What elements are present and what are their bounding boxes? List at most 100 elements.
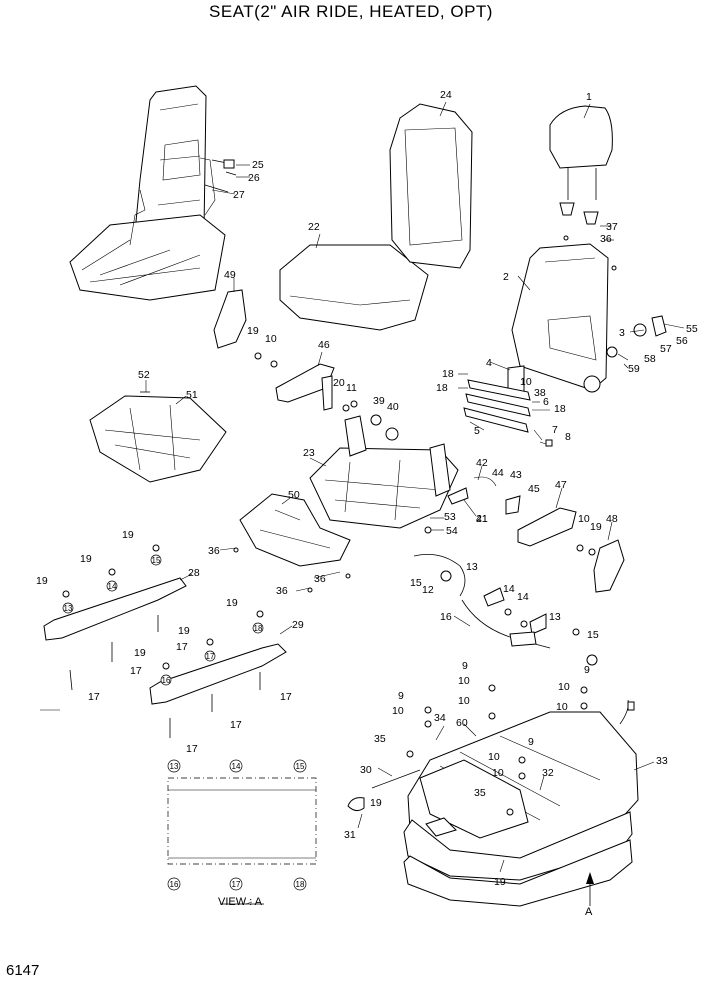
svg-text:24: 24	[440, 89, 452, 101]
svg-text:17: 17	[230, 719, 242, 731]
svg-text:18: 18	[296, 880, 305, 889]
svg-text:18: 18	[436, 382, 448, 394]
svg-text:36: 36	[208, 545, 220, 557]
svg-text:23: 23	[303, 447, 315, 459]
svg-text:39: 39	[373, 395, 385, 407]
svg-text:19: 19	[590, 521, 602, 533]
svg-text:15: 15	[296, 762, 305, 771]
svg-text:55: 55	[686, 323, 698, 335]
leader-lines	[40, 101, 685, 905]
svg-text:16: 16	[170, 880, 179, 889]
svg-text:19: 19	[494, 876, 506, 888]
svg-text:43: 43	[510, 469, 522, 481]
svg-text:54: 54	[446, 525, 458, 537]
svg-text:9: 9	[528, 736, 534, 748]
svg-text:46: 46	[318, 339, 330, 351]
svg-text:18: 18	[554, 403, 566, 415]
page-number: 6147	[6, 962, 40, 979]
back-cushion	[389, 103, 473, 269]
svg-text:10: 10	[458, 675, 470, 687]
svg-text:17: 17	[206, 652, 215, 661]
circled-callouts: 15 14 13 18 17 16 13 14 15 16 17 18	[62, 554, 307, 891]
svg-text:28: 28	[188, 567, 200, 579]
svg-text:10: 10	[488, 751, 500, 763]
view-a-layout	[167, 777, 317, 905]
svg-text:10: 10	[558, 681, 570, 693]
svg-text:14: 14	[108, 582, 117, 591]
svg-text:58: 58	[644, 353, 656, 365]
svg-text:32: 32	[542, 767, 554, 779]
svg-text:13: 13	[170, 762, 179, 771]
svg-text:36: 36	[314, 573, 326, 585]
svg-text:17: 17	[88, 691, 100, 703]
air-suspension-base	[347, 699, 639, 907]
svg-text:35: 35	[374, 733, 386, 745]
svg-text:19: 19	[134, 647, 146, 659]
backrest-frame-heater-assembly	[69, 85, 237, 301]
svg-text:45: 45	[528, 483, 540, 495]
svg-text:13: 13	[64, 604, 73, 613]
svg-text:14: 14	[503, 583, 515, 595]
svg-text:53: 53	[444, 511, 456, 523]
svg-text:18: 18	[254, 624, 263, 633]
svg-text:25: 25	[252, 159, 264, 171]
svg-text:16: 16	[162, 676, 171, 685]
svg-text:19: 19	[247, 325, 259, 337]
svg-text:26: 26	[248, 172, 260, 184]
lever-cable-assembly	[413, 553, 598, 666]
svg-text:17: 17	[130, 665, 142, 677]
svg-text:17: 17	[186, 743, 198, 755]
seat-frame	[309, 414, 459, 529]
headrest	[549, 105, 613, 225]
svg-text:33: 33	[656, 755, 668, 767]
svg-text:40: 40	[387, 401, 399, 413]
svg-text:22: 22	[308, 221, 320, 233]
svg-text:21: 21	[476, 513, 488, 525]
svg-text:9: 9	[462, 660, 468, 672]
svg-text:37: 37	[606, 221, 618, 233]
view-a-arrow	[586, 872, 594, 906]
svg-text:31: 31	[344, 829, 356, 841]
svg-text:15: 15	[410, 577, 422, 589]
side-pad-49	[213, 289, 247, 349]
svg-text:14: 14	[232, 762, 241, 771]
svg-text:34: 34	[434, 712, 446, 724]
svg-text:19: 19	[36, 575, 48, 587]
svg-text:4: 4	[486, 357, 492, 369]
svg-text:38: 38	[534, 387, 546, 399]
svg-text:16: 16	[440, 611, 452, 623]
heating-plates	[463, 379, 553, 447]
svg-text:3: 3	[619, 327, 625, 339]
svg-text:6: 6	[543, 396, 549, 408]
svg-text:57: 57	[660, 343, 672, 355]
svg-text:42: 42	[476, 457, 488, 469]
svg-text:19: 19	[226, 597, 238, 609]
svg-text:44: 44	[492, 467, 504, 479]
left-armrest	[275, 363, 335, 411]
mounting-rails	[43, 577, 287, 738]
svg-text:47: 47	[555, 479, 567, 491]
arrow-a-label: A	[585, 906, 593, 918]
svg-text:60: 60	[456, 717, 468, 729]
svg-text:10: 10	[265, 333, 277, 345]
svg-text:10: 10	[520, 376, 532, 388]
svg-text:17: 17	[176, 641, 188, 653]
svg-text:19: 19	[122, 529, 134, 541]
svg-text:51: 51	[186, 389, 198, 401]
svg-text:5: 5	[474, 425, 480, 437]
svg-text:52: 52	[138, 369, 150, 381]
view-a-label: VIEW : A	[218, 896, 263, 908]
svg-text:50: 50	[288, 489, 300, 501]
svg-text:9: 9	[584, 664, 590, 676]
svg-text:30: 30	[360, 764, 372, 776]
diagram-title: SEAT(2" AIR RIDE, HEATED, OPT)	[209, 2, 493, 21]
svg-text:9: 9	[398, 690, 404, 702]
svg-text:7: 7	[552, 424, 558, 436]
svg-text:14: 14	[517, 591, 529, 603]
svg-text:49: 49	[224, 269, 236, 281]
svg-text:13: 13	[549, 611, 561, 623]
svg-text:18: 18	[442, 368, 454, 380]
seat-cushion	[279, 244, 429, 331]
backrest-frame	[507, 243, 667, 395]
